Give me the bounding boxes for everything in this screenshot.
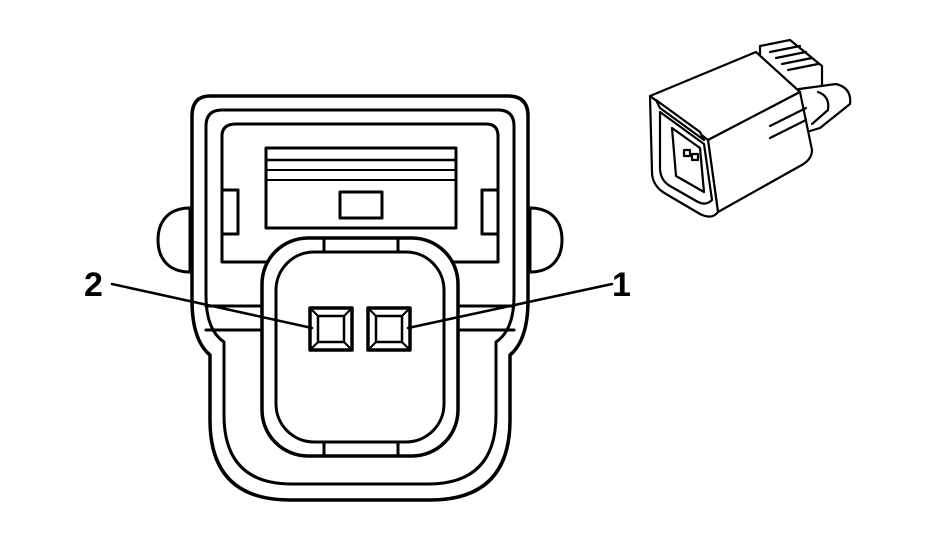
callout-label-pin-2: 2 <box>84 266 103 304</box>
leader-line-pin-2 <box>110 282 314 330</box>
left-latch-ear <box>156 206 192 274</box>
latch-notch <box>338 190 384 220</box>
terminal-pin-1 <box>366 306 412 352</box>
iso-side-face <box>706 90 814 214</box>
left-slot <box>220 188 240 236</box>
terminal-pin-2 <box>308 306 354 352</box>
leader-line-pin-1 <box>406 282 614 330</box>
callout-label-pin-1: 1 <box>612 266 631 304</box>
right-latch-ear <box>528 206 564 274</box>
right-slot <box>480 188 500 236</box>
pin-cavity-inner <box>274 250 446 444</box>
connector-face-view <box>110 94 614 502</box>
connector-isometric-view <box>648 38 852 218</box>
